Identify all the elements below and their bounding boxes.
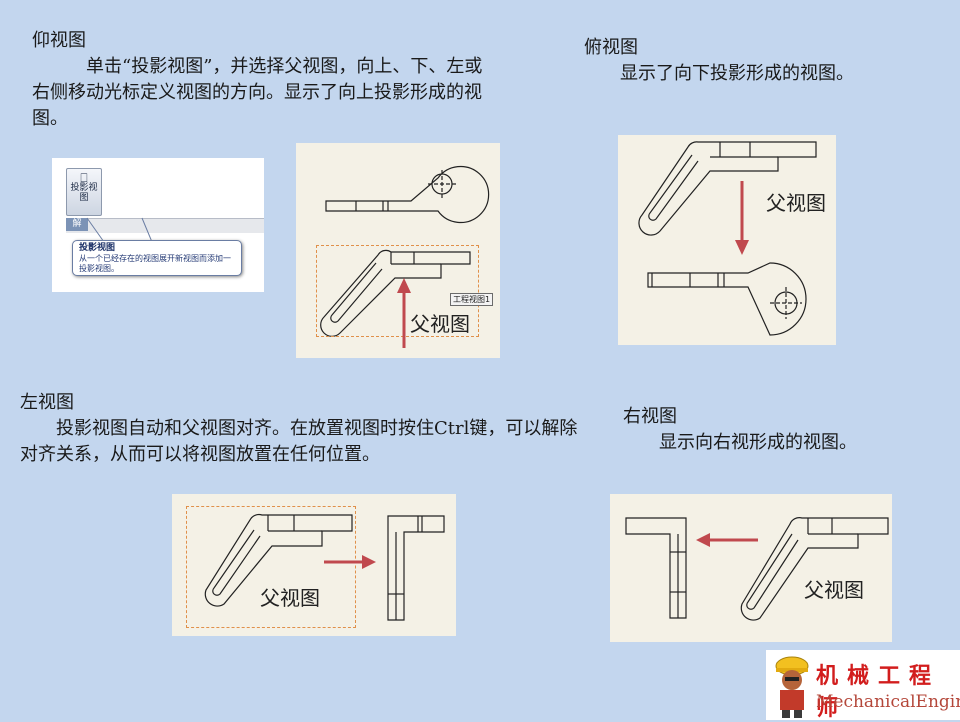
drawing-view-badge: 工程视图1 [450, 293, 494, 306]
parent-view-frame[interactable] [316, 245, 479, 337]
tooltip-pointer [86, 217, 153, 243]
projected-view-button[interactable]: ⎕ 投影视图 [66, 168, 102, 216]
mechanical-engineers-logo: 机械工程师 MechanicalEngineers [766, 650, 960, 721]
left-view-part-drawing [204, 513, 445, 621]
logo-english-text: MechanicalEngineers [816, 692, 960, 712]
projected-view-icon: ⎕ [80, 171, 88, 185]
right-view-part-drawing [625, 517, 889, 621]
left-view-drawing: 父视图 [172, 494, 456, 636]
left-view-text: 投影视图自动和父视图对齐。在放置视图时按住Ctrl键，可以解除对齐关系，从而可以… [20, 418, 578, 465]
parent-view-label: 父视图 [766, 191, 826, 215]
parent-view-label: 父视图 [260, 586, 320, 610]
top-view-description: 俯视图 显示了向下投影形成的视图。 [584, 35, 924, 87]
projected-view-tooltip: 投影视图 从一个已经存在的视图展开新视图而添加一投影视图。 [72, 240, 242, 276]
right-view-title: 右视图 [623, 406, 677, 427]
tooltip-title: 投影视图 [79, 243, 116, 253]
bottom-view-part-drawing [320, 165, 490, 337]
bottom-view-description: 仰视图 单击“投影视图”，并选择父视图，向上、下、左或右侧移动光标定义视图的方向… [32, 28, 492, 132]
tooltip-text: 从一个已经存在的视图展开新视图而添加一投影视图。 [79, 254, 231, 273]
bottom-view-text: 单击“投影视图”，并选择父视图，向上、下、左或右侧移动光标定义视图的方向。显示了… [32, 56, 483, 129]
bottom-view-drawing: 工程视图1 父视图 [296, 143, 500, 358]
right-view-description: 右视图 显示向右视形成的视图。 [623, 404, 923, 456]
parent-view-frame[interactable] [186, 506, 356, 628]
parent-view-label: 父视图 [804, 578, 864, 602]
left-view-description: 左视图 投影视图自动和父视图对齐。在放置视图时按住Ctrl键，可以解除对齐关系，… [20, 390, 580, 468]
top-view-drawing: 父视图 [618, 135, 836, 345]
engineer-mascot-icon [775, 656, 809, 718]
top-view-text: 显示了向下投影形成的视图。 [584, 63, 854, 84]
bottom-view-arrow [397, 278, 411, 348]
bottom-view-title: 仰视图 [32, 30, 86, 51]
toolbar-tab[interactable]: 解 [66, 218, 88, 231]
top-view-part-drawing [638, 141, 817, 336]
left-view-title: 左视图 [20, 392, 74, 413]
projected-view-button-label: 投影视图 [70, 183, 98, 203]
projected-view-command-screenshot: ⎕ 投影视图 解 投影视图 从一个已经存在的视图展开新视图而添加一投影视图。 [52, 158, 264, 292]
logo-chinese-text: 机械工程师 [816, 664, 941, 721]
toolbar-strip [66, 218, 264, 233]
right-view-drawing: 父视图 [610, 494, 892, 642]
top-view-title: 俯视图 [584, 37, 638, 58]
right-view-text: 显示向右视形成的视图。 [623, 432, 857, 453]
parent-view-label: 父视图 [410, 312, 470, 336]
